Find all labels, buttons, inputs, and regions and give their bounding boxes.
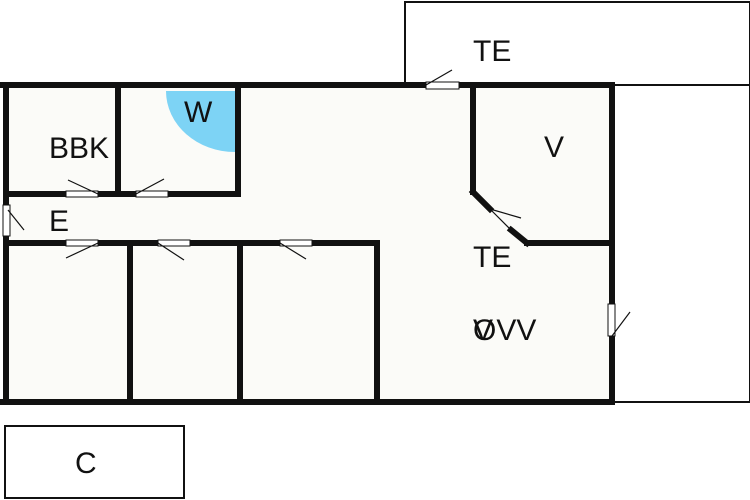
room-label-living-prefix: V — [473, 314, 493, 347]
door-swing-icon — [65, 239, 99, 259]
room-label-terrace-top: TE — [473, 35, 511, 68]
room-label-bathroom: W — [184, 96, 213, 129]
quarter-circle-shower-icon — [166, 91, 235, 152]
door-swing-icon — [2, 204, 25, 237]
door-swing-icon — [157, 239, 191, 261]
door-swing-icon — [425, 69, 460, 90]
door-swing-icon — [65, 179, 99, 198]
room-label-terrace-mid: TE — [473, 241, 511, 274]
room-label-carport: C — [75, 447, 97, 480]
room-label-bedroom: BBK — [49, 132, 109, 165]
terrace-side-area — [611, 84, 750, 403]
room-label-entrance: E — [49, 205, 69, 238]
door-swing-icon — [135, 178, 169, 198]
door-swing-icon — [279, 239, 313, 260]
carport-area — [4, 425, 185, 499]
door-swing-icon — [489, 208, 522, 231]
terrace-top-area — [404, 1, 750, 86]
exterior-walls — [0, 82, 615, 405]
door-swing-icon — [607, 303, 631, 337]
interior-walls — [3, 85, 615, 405]
room-label-living: OVV — [473, 314, 536, 347]
room-label-storage: V — [544, 131, 564, 164]
doors — [2, 69, 631, 337]
